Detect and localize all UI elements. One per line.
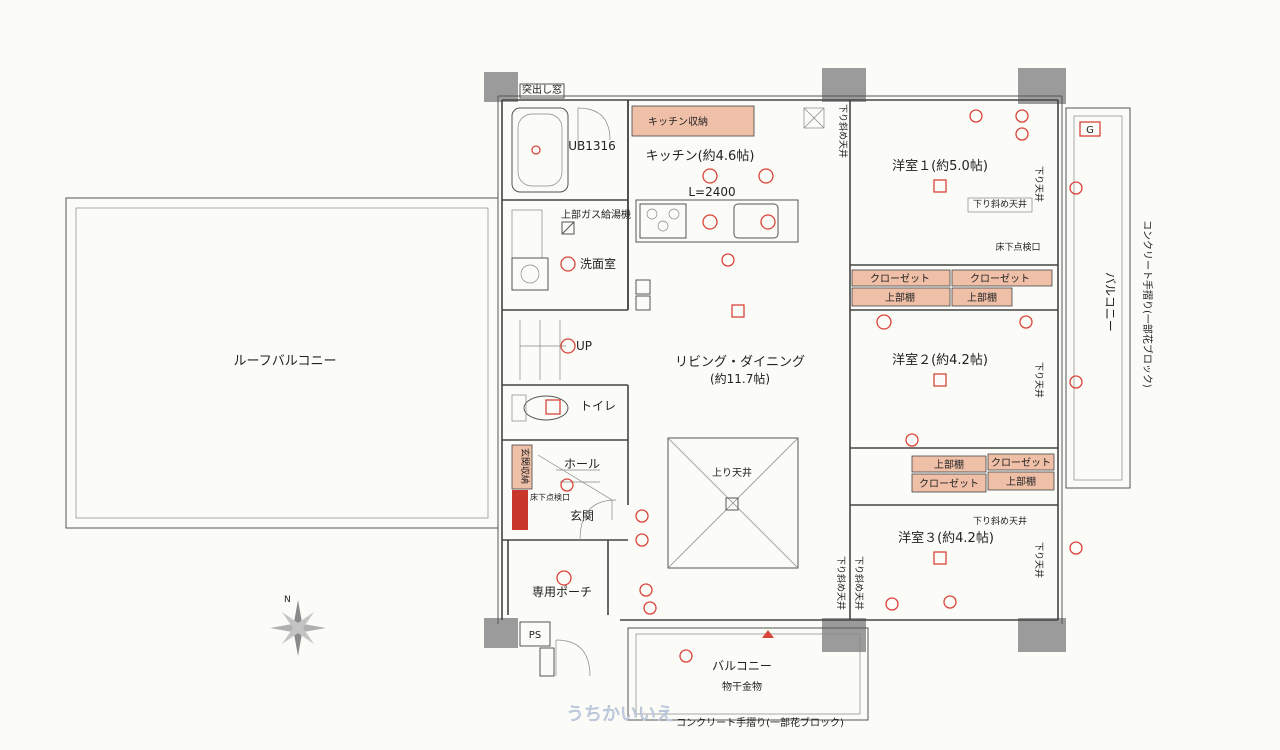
roof-balcony-label: ルーフバルコニー [234,354,337,369]
washroom-label: 洗面室 [580,256,616,271]
bottom-balcony: バルコニー 物干金物 コンクリート手摺り(一部花ブロック) [627,627,869,729]
closet-label-4: クローゼット [919,478,979,490]
porch-label: 専用ポーチ [532,585,592,599]
living-sloped-vertical-2: 下り斜め天井 [853,556,865,610]
kitchen: キッチン収納 キッチン(約4.6帖) L=2400 [631,105,825,267]
right-balcony-label: バルコニー [1103,272,1117,332]
kitchen-length-label: L=2400 [688,185,735,199]
upper-shelf-label-3: 上部棚 [934,458,964,471]
ps-label: PS [529,630,541,641]
closet-label-3: クローゼット [991,457,1051,469]
western1-label: 洋室１(約5.0帖) [892,158,988,174]
porch: 専用ポーチ PS [519,570,592,677]
drying-hardware-label: 物干金物 [722,680,762,693]
right-balcony: G バルコニー コンクリート手摺り(一部花ブロック) [1065,107,1154,555]
raised-ceiling-label: 上り天井 [712,466,752,479]
western-room-2: 洋室２(約4.2帖) 下り天井 [876,314,1045,447]
underfloor-hatch-left-label: 床下点検口 [530,492,570,502]
closets-bottom: 上部棚 クローゼット クローゼット 上部棚 [911,453,1055,493]
western1-sloped-label: 下り斜め天井 [973,198,1027,210]
entrance-label: 玄関 [570,508,594,523]
western1-sloped-vertical: 下り斜め天井 [837,104,849,158]
western-room-3: 洋室３(約4.2帖) 下り斜め天井 下り天井 下り斜め天井 下り斜め天井 [835,515,1045,611]
upper-shelf-label-4: 上部棚 [1006,475,1036,488]
closet-label-1: クローゼット [870,273,930,285]
gas-heater-label: 上部ガス給湯機 [561,208,631,221]
kitchen-label: キッチン(約4.6帖) [646,149,755,164]
toilet: トイレ [511,394,616,422]
up-label: UP [576,339,592,353]
kitchen-storage-label: キッチン収納 [648,115,708,128]
living-title: リビング・ダイニング [675,355,805,370]
roof-balcony: ルーフバルコニー [65,197,499,529]
bay-window: 突出し窓 [519,83,565,99]
watermark-text: うちかいいえ [566,704,674,725]
upper-shelf-label-2: 上部棚 [967,291,997,304]
underfloor-hatch-right-label: 床下点検口 [995,241,1040,253]
closets-top: クローゼット クローゼット 上部棚 上部棚 [851,269,1053,307]
closet-label-2: クローゼット [970,273,1030,285]
western3-label: 洋室３(約4.2帖) [898,530,994,546]
living-size: (約11.7帖) [710,371,770,386]
hall-label: ホール [564,457,600,471]
entrance-area: 玄関収納 ホール 床下点検口 玄関 [511,444,613,530]
right-railing-label: コンクリート手摺り(一部花ブロック) [1141,220,1154,388]
entrance-storage-label: 玄関収納 [519,448,531,484]
western3-lowered-label: 下り天井 [1033,542,1045,578]
western3-sloped-label: 下り斜め天井 [973,515,1027,527]
bay-window-label: 突出し窓 [522,83,562,96]
outer-walls [484,68,1066,652]
living-sloped-vertical-1: 下り斜め天井 [835,556,847,610]
toilet-label: トイレ [580,399,616,413]
western1-lowered-label: 下り天井 [1033,166,1045,202]
living-dining: リビング・ダイニング (約11.7帖) 上り天井 [579,279,805,615]
bath-label: UB1316 [568,139,616,153]
bathroom: UB1316 [511,107,616,193]
g-mark: G [1086,125,1094,136]
upper-shelf-label-1: 上部棚 [885,291,915,304]
washroom: 上部ガス給湯機 洗面室 [511,208,631,291]
bottom-balcony-label: バルコニー [712,659,772,673]
western2-label: 洋室２(約4.2帖) [892,352,988,368]
compass-north-label: N [284,595,291,605]
western-room-1: 洋室１(約5.0帖) 下り斜め天井 下り天井 床下点検口 下り斜め天井 [837,104,1045,253]
bottom-railing-label: コンクリート手摺り(一部花ブロック) [676,716,844,729]
stairs: UP [519,320,592,380]
western2-lowered-label: 下り天井 [1033,362,1045,398]
compass-icon: N [270,595,326,656]
interior-walls [502,100,1058,620]
